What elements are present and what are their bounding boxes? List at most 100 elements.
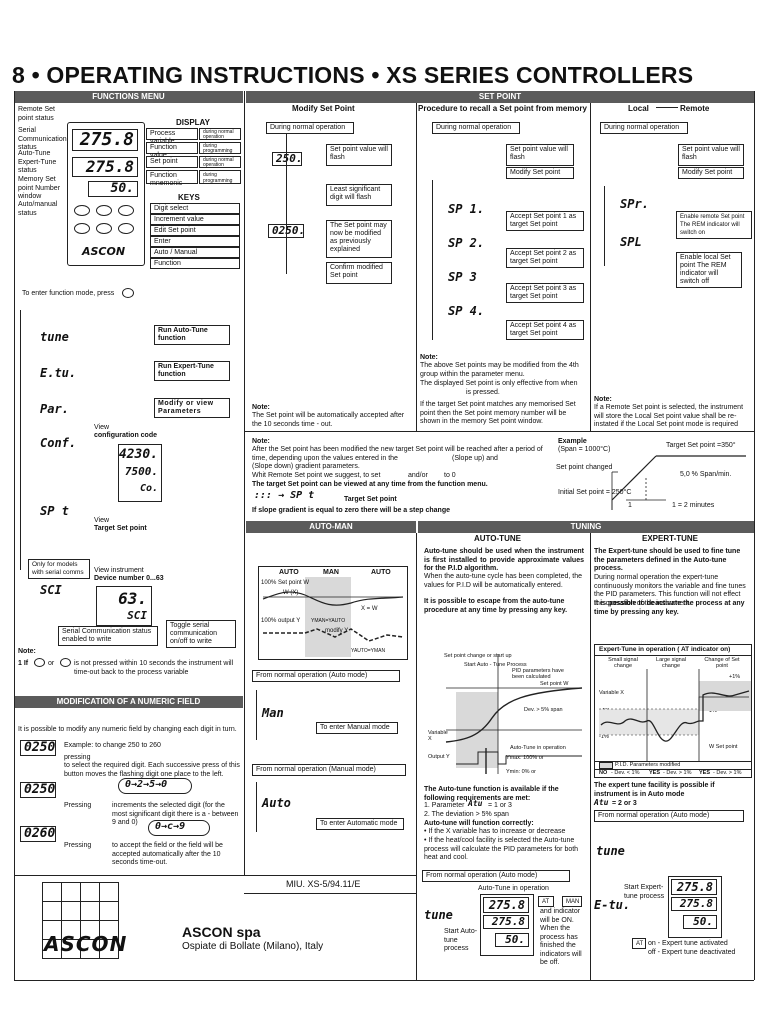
fm-note-or: or: [48, 660, 55, 667]
r-accept-4: Accept Set point 4 as target Set point: [506, 320, 584, 340]
am-sp-label: 100% Set point W: [261, 580, 310, 586]
et-yes-1-v: - Dev. > 1%: [663, 770, 692, 776]
key-label: Edit Set point: [150, 225, 240, 236]
am-flow-line: [256, 690, 257, 740]
mod-step1: to select the required digit. Each succe…: [64, 762, 240, 778]
ex-one: 1: [628, 502, 632, 509]
recall-sp-header: Procedure to recall a Set point from mem…: [418, 104, 587, 113]
et-param: = 2 or 3: [612, 800, 637, 807]
et-pid-mod: P.I.D. Parameters modified: [615, 762, 681, 768]
conf-lcd-3: Co.: [139, 483, 158, 494]
display-row-label: Set point: [146, 156, 198, 168]
at-output: Output Y: [428, 754, 450, 760]
key-edit-set-point[interactable]: [118, 205, 134, 216]
at-req1: 1. Parameter: [424, 802, 465, 809]
target-sp-label: Target Set point: [94, 525, 147, 532]
at-lcd-3: 50.: [495, 933, 529, 947]
at-p2: When the auto-tune cycle has been comple…: [424, 573, 582, 589]
et-wsp: W Set point: [709, 744, 738, 750]
mod-step2-pre: Pressing: [64, 802, 92, 809]
key-label: Increment value: [150, 214, 240, 225]
display-row-label: Function mnemonic: [146, 170, 198, 187]
et-col-2: Large signal change: [656, 657, 686, 669]
menu-auto-tune[interactable]: Run Auto-Tune function: [154, 325, 230, 345]
toggle-serial-box: Toggle serial communication on/off to wr…: [166, 620, 236, 648]
menu-seg-sci: SCI: [40, 583, 62, 597]
r-seg-sp3: SP 3: [448, 270, 477, 284]
frame-line: [244, 893, 416, 894]
fm-note-1: 1 If: [18, 660, 29, 667]
at-ymin: Ymin: 0% or: [506, 769, 536, 775]
ex-changed: Set point changed: [556, 464, 613, 471]
sci-lcd-2: SCI: [127, 609, 147, 622]
mod-seq-2-text: 0→c→9: [155, 821, 186, 832]
during-normal-1: During normal operation: [266, 122, 354, 134]
tuning-header: TUNING: [418, 521, 754, 533]
et-yes-1: YES: [649, 770, 661, 776]
mod-intro: It is possible to modify any numeric fie…: [18, 726, 237, 733]
menu-seg-tune: tune: [40, 330, 69, 344]
l-seg-spl: SPL: [620, 235, 642, 249]
r-accept-1: Accept Set point 1 as target Set point: [506, 211, 584, 231]
set-point-header: SET POINT: [246, 91, 754, 103]
et-yes-2-v: - Dev. > 1%: [713, 770, 742, 776]
m-note: The Set point will be automatically acce…: [252, 412, 405, 428]
key-label: Enter: [150, 236, 240, 247]
g-note-3: The target Set point can be viewed at an…: [252, 481, 488, 488]
et-lcd-3: 50.: [683, 915, 717, 929]
auto-man-header: AUTO-MAN: [246, 521, 416, 533]
company-name: ASCON spa: [182, 924, 261, 940]
g-seq: ::: → SP t: [254, 490, 315, 501]
menu-seg-conf: Conf.: [40, 436, 77, 450]
l-flash: Set point value will flash: [678, 144, 744, 166]
at-ind-at: AT: [538, 896, 554, 907]
fm-label-serial: Serial Communication status: [18, 127, 67, 151]
am-from-auto: From normal operation (Auto mode): [252, 670, 400, 682]
am-enter-manual: To enter Manual mode: [316, 722, 398, 734]
at-lcd-2: 275.8: [483, 915, 529, 929]
am-seg-auto: Auto: [262, 796, 291, 810]
menu-expert-tune[interactable]: Run Expert-Tune function: [154, 361, 230, 381]
am-man-band: [305, 577, 351, 657]
conf-lcd-2: 7500.: [124, 465, 158, 478]
key-digit-select[interactable]: [74, 205, 90, 216]
view-instrument: View instrument: [94, 567, 144, 574]
at-curves: [445, 654, 583, 774]
key-enter[interactable]: [118, 223, 134, 234]
remote-header: Remote: [680, 104, 710, 113]
at-req2: 2. The deviation > 5% span: [424, 811, 509, 818]
at-sp-w: Set point W: [540, 681, 569, 687]
et-chart-divider-2: [595, 761, 751, 762]
r-note-1: The above Set points may be modified fro…: [420, 362, 579, 378]
at-header: AUTO-TUNE: [474, 534, 521, 543]
am-yauto: YAUTO=YMAN: [351, 648, 386, 654]
ex-rate: 5,0 % Span/min.: [680, 471, 732, 478]
et-from: From normal operation (Auto mode): [594, 810, 744, 822]
at-ind-man: MAN: [562, 896, 582, 907]
at-var: Variable X: [428, 730, 448, 742]
display-row-note: during normal operation: [199, 156, 241, 168]
r-seg-sp1: SP 1.: [448, 202, 485, 216]
m-note-title: Note:: [252, 404, 270, 411]
mod-seq-1-text: 0→2→5→0: [125, 779, 168, 790]
m-confirm: Confirm modified Set point: [326, 262, 392, 284]
fm-note-title: Note:: [18, 648, 36, 655]
et-header: EXPERT-TUNE: [642, 534, 699, 543]
et-lcd-1: 275.8: [671, 879, 717, 895]
key-auto-manual[interactable]: [96, 223, 112, 234]
enter-function-text: To enter function mode, press: [22, 290, 115, 297]
key-function[interactable]: [74, 223, 90, 234]
at-in-op: Auto-Tune in operation: [510, 745, 566, 751]
et-possible: The expert tune facility is possible if …: [594, 782, 715, 798]
at-seg-tune: tune: [424, 908, 453, 922]
mod-lcd-3: 0260: [20, 826, 56, 842]
r-accept-2: Accept Set point 2 as target Set point: [506, 248, 584, 268]
g-note-2c: to 0: [444, 472, 456, 479]
key-increment[interactable]: [96, 205, 112, 216]
ex-initial: Initial Set point = 250°C: [558, 489, 632, 496]
menu-parameters[interactable]: Modify or view Parameters: [154, 398, 230, 418]
r-modify: Modify Set point: [506, 167, 574, 179]
et-lcd-2: 275.8: [671, 897, 717, 911]
l-seg-spr: SPr.: [620, 197, 649, 211]
fm-label-automan: Auto/manual status: [18, 201, 58, 217]
